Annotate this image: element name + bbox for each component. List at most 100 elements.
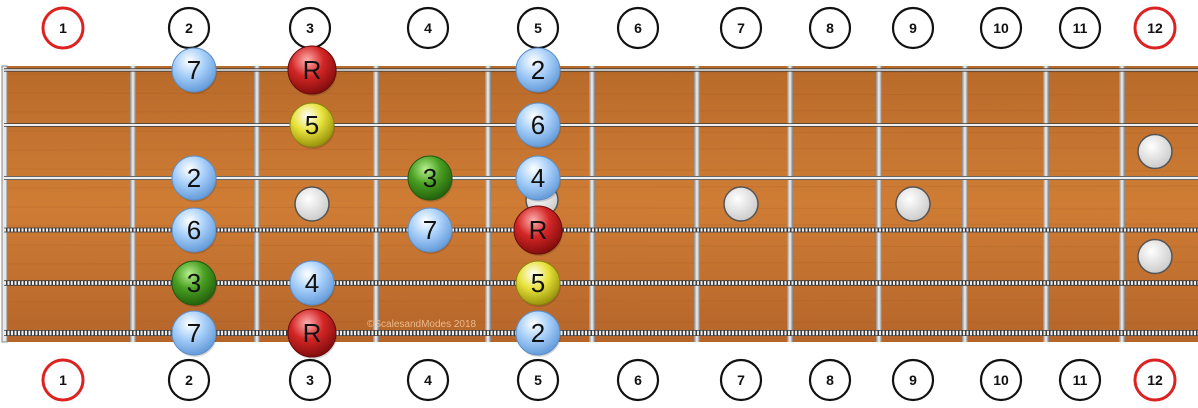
- note-marker-string-4-fret-2: 6: [171, 207, 217, 254]
- fret-number-circle: [406, 358, 450, 402]
- fret-number-bottom-12: 12: [1133, 358, 1177, 402]
- fret-number-top-2: 2: [167, 6, 211, 50]
- watermark: ©ScalesandModes 2018: [367, 319, 477, 330]
- fret-wire-7: [787, 66, 793, 342]
- note-label: R: [303, 318, 322, 348]
- fret-number-top-6: 6: [616, 6, 660, 50]
- fret-number-bottom-4: 4: [406, 358, 450, 402]
- fret-number-label: 5: [534, 20, 542, 36]
- note-marker-string-1-fret-3: R: [287, 45, 337, 96]
- fret-wire-8: [876, 66, 882, 342]
- fret-number-circle: [1133, 358, 1177, 402]
- note-marker-string-3-fret-2: 2: [171, 155, 217, 202]
- note-ball: [515, 155, 561, 201]
- fret-number-circle: [167, 6, 211, 50]
- note-marker-string-6-fret-5: 2: [515, 310, 561, 357]
- note-label: R: [529, 215, 548, 245]
- fret-number-bottom-1: 1: [41, 358, 85, 402]
- fret-number-bottom-5: 5: [516, 358, 560, 402]
- note-ball: [513, 205, 563, 255]
- note-marker-string-4-fret-4: 7: [407, 207, 453, 254]
- wood-grain: [3, 109, 1198, 113]
- note-ball: [515, 47, 561, 93]
- note-label: 2: [531, 55, 545, 85]
- fret-number-label: 6: [634, 372, 642, 388]
- fret-number-top-11: 11: [1058, 6, 1102, 50]
- fret-number-circle: [288, 358, 332, 402]
- note-ball: [289, 260, 335, 306]
- fret-number-top-4: 4: [406, 6, 450, 50]
- note-label: 4: [305, 268, 319, 298]
- note-ball: [171, 260, 217, 306]
- fret-wire-5: [589, 66, 595, 342]
- fret-number-circle: [1058, 6, 1102, 50]
- inlay-marker-fret-7: [723, 186, 759, 222]
- fret-number-label: 2: [185, 20, 193, 36]
- note-marker-string-1-fret-2: 7: [171, 47, 217, 94]
- fret-number-bottom-8: 8: [808, 358, 852, 402]
- fret-number-circle: [979, 358, 1023, 402]
- fret-number-label: 1: [59, 20, 67, 36]
- fret-number-top-8: 8: [808, 6, 852, 50]
- fret-number-top-7: 7: [719, 6, 763, 50]
- fret-number-label: 5: [534, 372, 542, 388]
- fret-number-label: 12: [1147, 20, 1163, 36]
- fret-wire-11: [1119, 66, 1125, 342]
- fret-number-label: 12: [1147, 372, 1163, 388]
- fret-number-label: 8: [826, 372, 834, 388]
- note-marker-string-3-fret-4: 3: [407, 155, 453, 202]
- note-label: 2: [531, 318, 545, 348]
- note-ball: [171, 155, 217, 201]
- fret-number-label: 3: [306, 20, 314, 36]
- note-marker-string-5-fret-5: 5: [515, 260, 561, 307]
- fret-number-label: 2: [185, 372, 193, 388]
- fret-number-label: 9: [909, 20, 917, 36]
- note-marker-string-6-fret-3: R: [287, 308, 337, 359]
- note-marker-string-2-fret-5: 6: [515, 102, 561, 149]
- fret-wire-10: [1043, 66, 1049, 342]
- fret-number-bottom-11: 11: [1058, 358, 1102, 402]
- fret-number-label: 10: [993, 20, 1009, 36]
- note-ball: [171, 47, 217, 93]
- fret-number-label: 4: [424, 372, 432, 388]
- fret-number-circle: [979, 6, 1023, 50]
- note-marker-string-5-fret-2: 3: [171, 260, 217, 307]
- note-ball: [407, 155, 453, 201]
- fret-number-label: 7: [737, 20, 745, 36]
- fret-number-label: 11: [1073, 372, 1088, 388]
- fret-wire-4: [485, 66, 491, 342]
- note-label: 3: [423, 163, 437, 193]
- fret-number-top-3: 3: [288, 6, 332, 50]
- wood-grain: [3, 206, 1198, 210]
- note-marker-string-3-fret-5: 4: [515, 155, 561, 202]
- fret-number-label: 7: [737, 372, 745, 388]
- inlay-marker-fret-12: [1137, 133, 1173, 170]
- note-ball: [287, 308, 337, 358]
- fret-number-top-9: 9: [891, 6, 935, 50]
- note-ball: [171, 310, 217, 356]
- wood-grain: [3, 130, 1198, 134]
- note-label: 3: [187, 268, 201, 298]
- note-label: 7: [187, 318, 201, 348]
- fret-number-circle: [167, 358, 211, 402]
- inlay-marker-fret-12: [1137, 238, 1173, 275]
- fret-number-label: 11: [1073, 20, 1088, 36]
- fret-number-circle: [1133, 6, 1177, 50]
- fret-number-circle: [891, 358, 935, 402]
- fret-number-top-5: 5: [516, 6, 560, 50]
- fret-number-label: 8: [826, 20, 834, 36]
- note-label: 7: [187, 55, 201, 85]
- fret-wire-6: [694, 66, 700, 342]
- note-marker-string-1-fret-5: 2: [515, 47, 561, 94]
- inlay-marker-fret-9: [895, 186, 931, 222]
- note-marker-string-5-fret-3: 4: [289, 260, 335, 307]
- note-label: 5: [305, 110, 319, 140]
- note-marker-string-6-fret-2: 7: [171, 310, 217, 357]
- note-marker-string-4-fret-5: R: [513, 205, 563, 256]
- fret-wire-3: [373, 66, 379, 342]
- fret-number-bottom-2: 2: [167, 358, 211, 402]
- fret-number-bottom-6: 6: [616, 358, 660, 402]
- fret-number-circle: [719, 6, 763, 50]
